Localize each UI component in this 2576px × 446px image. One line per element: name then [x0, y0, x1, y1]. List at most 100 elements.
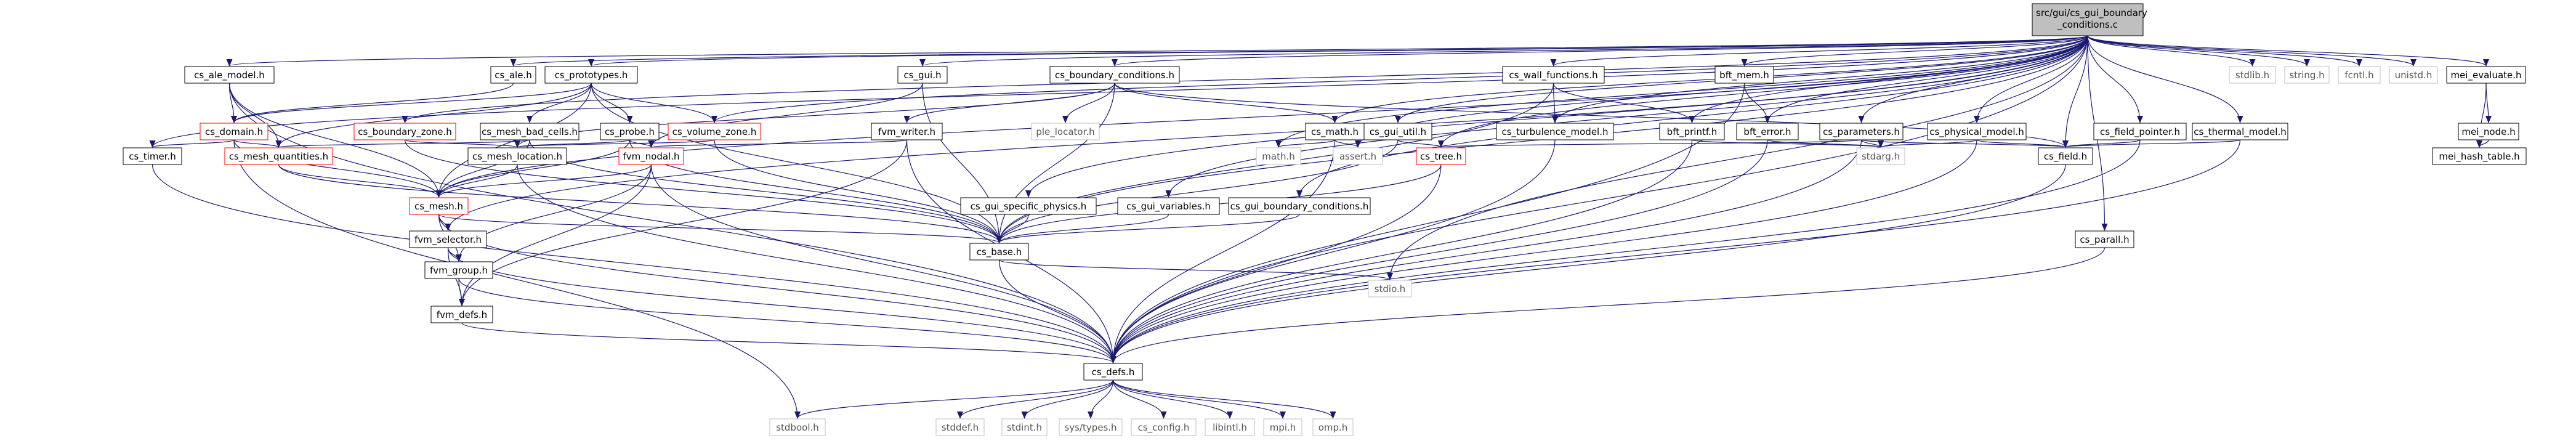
node-cs-field-pointer[interactable]: cs_field_pointer.h [2093, 123, 2187, 140]
node-cs-gui-boundary-conditions[interactable]: cs_gui_boundary_conditions.h [1228, 197, 1371, 215]
node-box [668, 123, 761, 140]
node-sys-types: sys/types.h [1059, 418, 1123, 436]
node-cs-ale[interactable]: cs_ale.h [490, 66, 536, 84]
node-cs-gui[interactable]: cs_gui.h [897, 66, 948, 84]
node-cs-probe[interactable]: cs_probe.h [600, 123, 660, 140]
node-cs-wall-functions[interactable]: cs_wall_functions.h [1502, 66, 1605, 84]
node-fvm-nodal[interactable]: fvm_nodal.h [618, 147, 684, 165]
node-mei-hash-table[interactable]: mei_hash_table.h [2432, 147, 2527, 165]
node-box [1659, 123, 1725, 140]
node-box [430, 306, 493, 323]
node-cs-mesh[interactable]: cs_mesh.h [409, 197, 469, 215]
edge-root-to-cs_wall_functions [1550, 35, 2088, 67]
node-label: cs_defs.h [1092, 367, 1135, 378]
node-box [2284, 66, 2330, 84]
edge-cs_mesh-to-cs_base [438, 214, 1003, 243]
node-box [1049, 66, 1180, 84]
node-box [1059, 418, 1123, 436]
node-box [353, 123, 456, 140]
node-cs-defs[interactable]: cs_defs.h [1083, 363, 1143, 381]
edge-cs_turbulence_model-to-cs_defs [1110, 139, 1556, 363]
node-label: stdbool.h [776, 422, 819, 433]
node-cs-boundary-zone[interactable]: cs_boundary_zone.h [353, 123, 456, 140]
node-cs-mesh-location[interactable]: cs_mesh_location.h [467, 147, 567, 165]
node-cs-boundary-conditions[interactable]: cs_boundary_conditions.h [1049, 66, 1180, 84]
node-cs-mesh-bad-cells[interactable]: cs_mesh_bad_cells.h [480, 123, 579, 140]
node-bft-printf[interactable]: bft_printf.h [1659, 123, 1725, 140]
node-cs-mesh-quantities[interactable]: cs_mesh_quantities.h [224, 147, 333, 165]
node-bft-error[interactable]: bft_error.h [1736, 123, 1799, 140]
node-fvm-selector[interactable]: fvm_selector.h [409, 230, 487, 248]
edge-cs_base-to-stdio [998, 259, 1393, 280]
edge-root-to-stdio [1387, 35, 2088, 280]
edge-root-to-cs_timer [149, 35, 2088, 148]
node-cs-ale-model[interactable]: cs_ale_model.h [184, 66, 275, 84]
edge-cs_thermal_model-to-cs_field [2062, 139, 2241, 148]
node-box [409, 197, 469, 215]
node-label: omp.h [1318, 422, 1348, 433]
node-bft-mem[interactable]: bft_mem.h [1714, 66, 1774, 84]
edge-root-to-bft_error [1764, 35, 2088, 123]
node-cs-parall[interactable]: cs_parall.h [2075, 230, 2134, 248]
node-box [1496, 123, 1614, 140]
edge-cs_defs-to-cs_config [1112, 379, 1167, 419]
edge-cs_volume_zone-to-cs_mesh_location [514, 139, 715, 148]
edge-cs_domain-to-cs_timer [149, 139, 235, 148]
node-cs-domain[interactable]: cs_domain.h [200, 123, 269, 140]
node-label: sys/types.h [1064, 422, 1116, 433]
node-box [1714, 66, 1774, 84]
edge-root-to-cs_field [2062, 35, 2088, 148]
edge-fvm_nodal-to-cs_mesh [435, 164, 652, 198]
node-label: bft_printf.h [1667, 126, 1718, 138]
node-label: cs_wall_functions.h [1509, 70, 1597, 81]
node-cs-gui-variables[interactable]: cs_gui_variables.h [1117, 197, 1220, 215]
node-stddef: stddef.h [935, 418, 985, 436]
edge-cs_mesh_location-to-cs_mesh [435, 164, 518, 198]
edge-root-to-cs_math [1331, 35, 2088, 123]
node-label: cs_gui_variables.h [1126, 201, 1211, 213]
edge-cs_gui-to-cs_base [922, 83, 1003, 243]
edge-cs_mesh_quantities-to-cs_base [278, 164, 1003, 243]
node-cs-tree[interactable]: cs_tree.h [1416, 147, 1466, 165]
edge-fvm_defs-to-cs_defs [461, 322, 1116, 363]
node-box [935, 418, 985, 436]
node-fvm-writer[interactable]: fvm_writer.h [871, 123, 943, 140]
node-cs-gui-util[interactable]: cs_gui_util.h [1363, 123, 1432, 140]
node-cs-turbulence-model[interactable]: cs_turbulence_model.h [1496, 123, 1614, 140]
edge-mei_node-to-mei_hash_table [2476, 139, 2489, 148]
node-cs-volume-zone[interactable]: cs_volume_zone.h [668, 123, 761, 140]
edge-cs_wall_functions-to-bft_printf [1552, 83, 1695, 123]
node-unistd: unistd.h [2389, 66, 2438, 84]
node-box [1416, 147, 1466, 165]
node-cs-gui-specific-physics[interactable]: cs_gui_specific_physics.h [960, 197, 1097, 215]
node-mei-node[interactable]: mei_node.h [2458, 123, 2519, 140]
node-cs-timer[interactable]: cs_timer.h [123, 147, 182, 165]
node-label: cs_parall.h [2080, 234, 2129, 246]
edge-cs_mesh_quantities-to-cs_mesh [278, 164, 442, 198]
node-cs-field[interactable]: cs_field.h [2038, 147, 2093, 165]
edge-cs_parameters-to-cs_tree [1439, 139, 1862, 148]
node-box [1228, 197, 1371, 215]
node-box [409, 230, 487, 248]
node-fvm-group[interactable]: fvm_group.h [424, 261, 493, 279]
edge-cs_tree-to-cs_defs [1110, 164, 1442, 363]
node-cs-physical-model[interactable]: cs_physical_model.h [1927, 123, 2027, 140]
node-fvm-defs[interactable]: fvm_defs.h [430, 306, 493, 323]
node-cs-parameters[interactable]: cs_parameters.h [1819, 123, 1904, 140]
node-mei-evaluate[interactable]: mei_evaluate.h [2446, 66, 2526, 84]
node-cs-math[interactable]: cs_math.h [1305, 123, 1365, 140]
edge-cs_defs-to-mpi [1112, 379, 1286, 419]
node-cs-base[interactable]: cs_base.h [969, 243, 1029, 261]
node-box [1131, 418, 1197, 436]
node-cs-prototypes[interactable]: cs_prototypes.h [544, 66, 638, 84]
node-box [1083, 363, 1143, 381]
node-libintl: libintl.h [1205, 418, 1255, 436]
edge-cs_mesh_bad_cells-to-cs_mesh_quantities [276, 139, 530, 148]
edge-cs_defs-to-sys_types [1088, 379, 1114, 419]
edge-root-to-cs_turbulence_model [1552, 35, 2088, 123]
edge-root-to-cs_defs [1110, 35, 2088, 363]
node-label: cs_math.h [1311, 126, 1359, 138]
node-label: mei_node.h [2461, 126, 2515, 138]
node-cs-thermal-model[interactable]: cs_thermal_model.h [2192, 123, 2288, 140]
node-box [1819, 123, 1904, 140]
